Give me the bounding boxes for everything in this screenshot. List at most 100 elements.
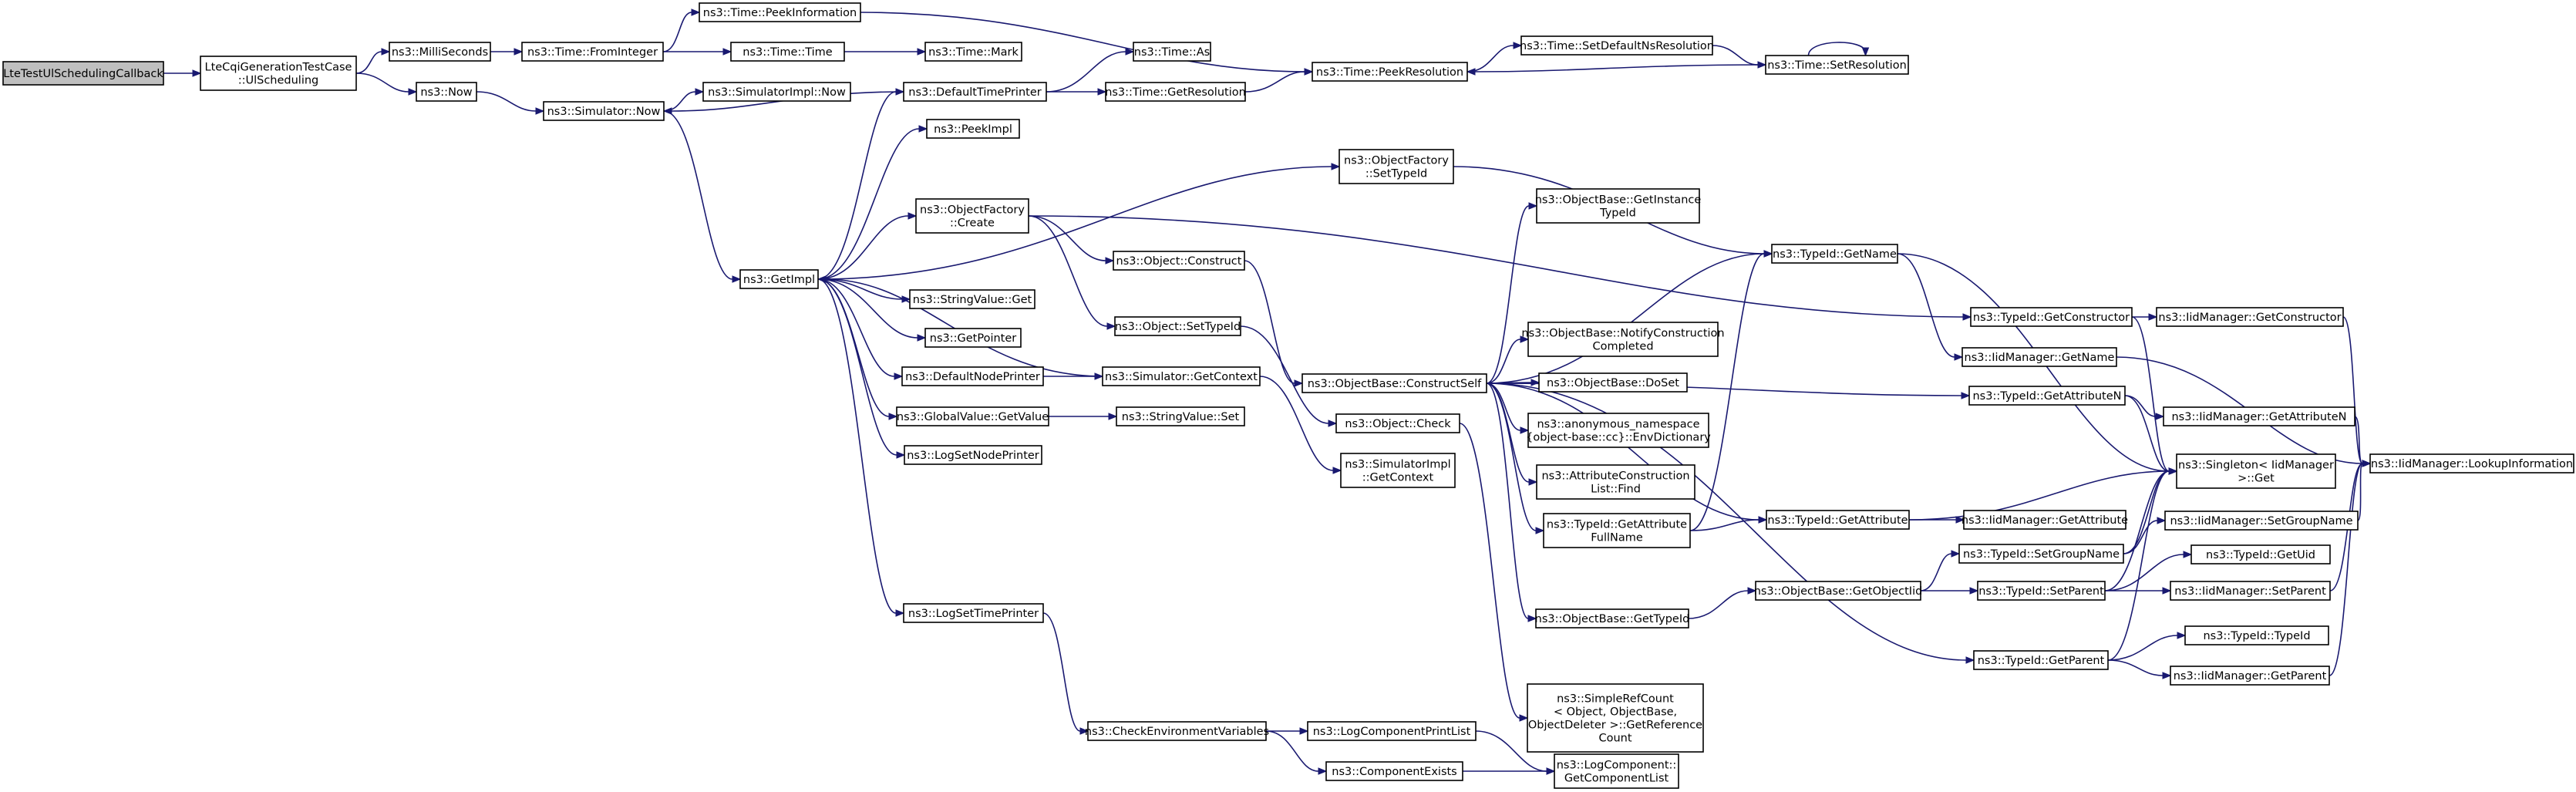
node-box [1312,62,1468,82]
node-iidgetctor[interactable]: ns3::IidManager::GetConstructor [2156,307,2344,327]
node-cqi[interactable]: LteCqiGenerationTestCase::UlScheduling [200,56,357,91]
node-label: ns3::DefaultTimePrinter [908,86,1041,99]
arrow-head [1535,527,1545,534]
edge-line [1466,45,1514,72]
node-obgettype[interactable]: ns3::ObjectBase::GetTypeId [1535,608,1690,629]
node-box [1307,721,1477,741]
node-getres[interactable]: ns3::Time::GetResolution [1105,82,1246,102]
node-simctx[interactable]: ns3::Simulator::GetContext [1102,366,1261,386]
node-obdoset[interactable]: ns3::ObjectBase::DoSet [1538,372,1688,393]
node-obnotify[interactable]: ns3::ObjectBase::NotifyConstructionCompl… [1521,322,1725,357]
edge-setres-to-setres [1807,42,1870,57]
arrow-head [1094,372,1104,380]
edge-line [825,278,1103,377]
node-ttypeid[interactable]: ns3::TypeId::TypeId [2184,625,2329,645]
node-implnow[interactable]: ns3::SimulatorImpl::Now [702,82,851,102]
node-box [1301,373,1487,393]
node-cev[interactable]: ns3::CheckEnvironmentVariables [1085,721,1269,741]
node-box [2,61,164,86]
node-tsetparent[interactable]: ns3::TypeId::SetParent [1977,581,2106,601]
edge-obconstructself-to-tgetparent [1486,383,1975,664]
node-peekimpl[interactable]: ns3::PeekImpl [926,119,1020,139]
node-strset[interactable]: ns3::StringValue::Set [1116,406,1245,426]
node-tgetuid[interactable]: ns3::TypeId::GetUid [2190,544,2331,565]
node-obgetobjtid[interactable]: ns3::ObjectBase::GetObjectIid [1754,581,1923,601]
node-peekres[interactable]: ns3::Time::PeekResolution [1312,62,1468,82]
node-tgetctor[interactable]: ns3::TypeId::GetConstructor [1970,307,2133,327]
node-iidgetname[interactable]: ns3::IidManager::GetName [1961,347,2117,367]
node-tgetname[interactable]: ns3::TypeId::GetName [1771,244,1898,264]
node-dtp[interactable]: ns3::DefaultTimePrinter [903,82,1047,102]
node-root[interactable]: LteTestUlSchedulingCallback [2,61,164,86]
node-src[interactable]: ns3::SimpleRefCount< Object, ObjectBase,… [1527,683,1704,753]
arrow-head [1097,88,1107,96]
edge-line [817,278,897,614]
node-mark[interactable]: ns3::Time::Mark [924,42,1022,62]
node-iidgetattrn[interactable]: ns3::IidManager::GetAttributeN [2163,406,2355,426]
node-setres[interactable]: ns3::Time::SetResolution [1765,55,1909,75]
edge-line [2124,395,2157,417]
node-dnp[interactable]: ns3::DefaultNodePrinter [901,366,1044,386]
node-lookup[interactable]: ns3::IidManager::LookupInformation [2369,453,2574,474]
node-timetime[interactable]: ns3::Time::Time [730,42,845,62]
node-fromint[interactable]: ns3::Time::FromInteger [521,42,664,62]
node-label: ns3::ObjectBase::DoSet [1547,377,1679,389]
node-box [699,2,861,22]
arrow-head [917,48,927,56]
node-ofcreate[interactable]: ns3::ObjectFactory::Create [915,198,1029,234]
edge-iidsetgroup-to-lookup [2357,460,2372,521]
node-tgetattr[interactable]: ns3::TypeId::GetAttribute [1766,510,1910,530]
node-obconstructself[interactable]: ns3::ObjectBase::ConstructSelf [1301,373,1487,393]
edge-line [1028,215,1106,261]
node-iidgetparent[interactable]: ns3::IidManager::GetParent [2170,666,2330,686]
node-lcpl[interactable]: ns3::LogComponentPrintList [1307,721,1477,741]
node-implctx[interactable]: ns3::SimulatorImpl::GetContext [1340,453,1456,488]
node-box [896,406,1049,426]
node-label: ns3::AttributeConstruction [1541,470,1689,483]
node-as[interactable]: ns3::Time::As [1133,42,1211,62]
node-label: ns3::IidManager::LookupInformation [2371,458,2573,470]
node-label: >::Get [2238,473,2275,485]
node-getpointer[interactable]: ns3::GetPointer [924,328,1022,348]
node-objcheck[interactable]: ns3::Object::Check [1335,413,1460,433]
edge-tgetctor-to-iidgetctor [2131,313,2158,321]
node-now[interactable]: ns3::Now [416,82,477,102]
node-tgetparent[interactable]: ns3::TypeId::GetParent [1973,650,2109,670]
node-setdefres[interactable]: ns3::Time::SetDefaultNsResolution [1520,35,1714,56]
node-getimpl[interactable]: ns3::GetImpl [739,269,819,289]
node-box [1527,413,1709,448]
node-strget[interactable]: ns3::StringValue::Get [909,289,1035,309]
node-objconstruct[interactable]: ns3::Object::Construct [1113,251,1245,271]
node-peekinfo[interactable]: ns3::Time::PeekInformation [699,2,861,22]
node-iidsetgroup[interactable]: ns3::IidManager::SetGroupName [2164,511,2359,531]
node-iidgetattr[interactable]: ns3::IidManager::GetAttribute [1961,510,2128,530]
edge-getimpl-to-ofcreate [817,212,918,280]
node-lcgcl[interactable]: ns3::LogComponent::GetComponentList [1554,753,1679,789]
node-iidsetparent[interactable]: ns3::IidManager::SetParent [2170,581,2331,601]
node-compexists[interactable]: ns3::ComponentExists [1325,761,1463,781]
node-box [702,82,851,102]
node-box [2164,511,2359,531]
node-objsettype[interactable]: ns3::Object::SetTypeId [1114,316,1241,336]
edge-objconstruct-to-obconstructself [1244,260,1304,387]
node-ofsettype[interactable]: ns3::ObjectFactory::SetTypeId [1339,149,1454,184]
node-box [1538,372,1688,393]
node-gvget[interactable]: ns3::GlobalValue::GetValue [896,406,1049,426]
edge-line [860,12,1305,72]
node-milli[interactable]: ns3::MilliSeconds [389,42,491,62]
node-lstp[interactable]: ns3::LogSetTimePrinter [903,603,1044,623]
node-tsetgroup[interactable]: ns3::TypeId::SetGroupName [1958,544,2124,564]
edge-line [1028,215,1108,327]
node-lsnp[interactable]: ns3::LogSetNodePrinter [904,445,1042,465]
arrow-head [1763,250,1773,258]
edge-line [1688,590,1749,619]
edge-line [2354,416,2363,464]
node-singleton[interactable]: ns3::Singleton< IidManager>::Get [2176,453,2336,489]
node-anon[interactable]: ns3::anonymous_namespace{object-base::cc… [1526,413,1711,448]
node-simnow[interactable]: ns3::Simulator::Now [543,101,665,121]
node-tgetattrn[interactable]: ns3::TypeId::GetAttributeN [1968,386,2126,406]
edge-line [355,72,409,93]
